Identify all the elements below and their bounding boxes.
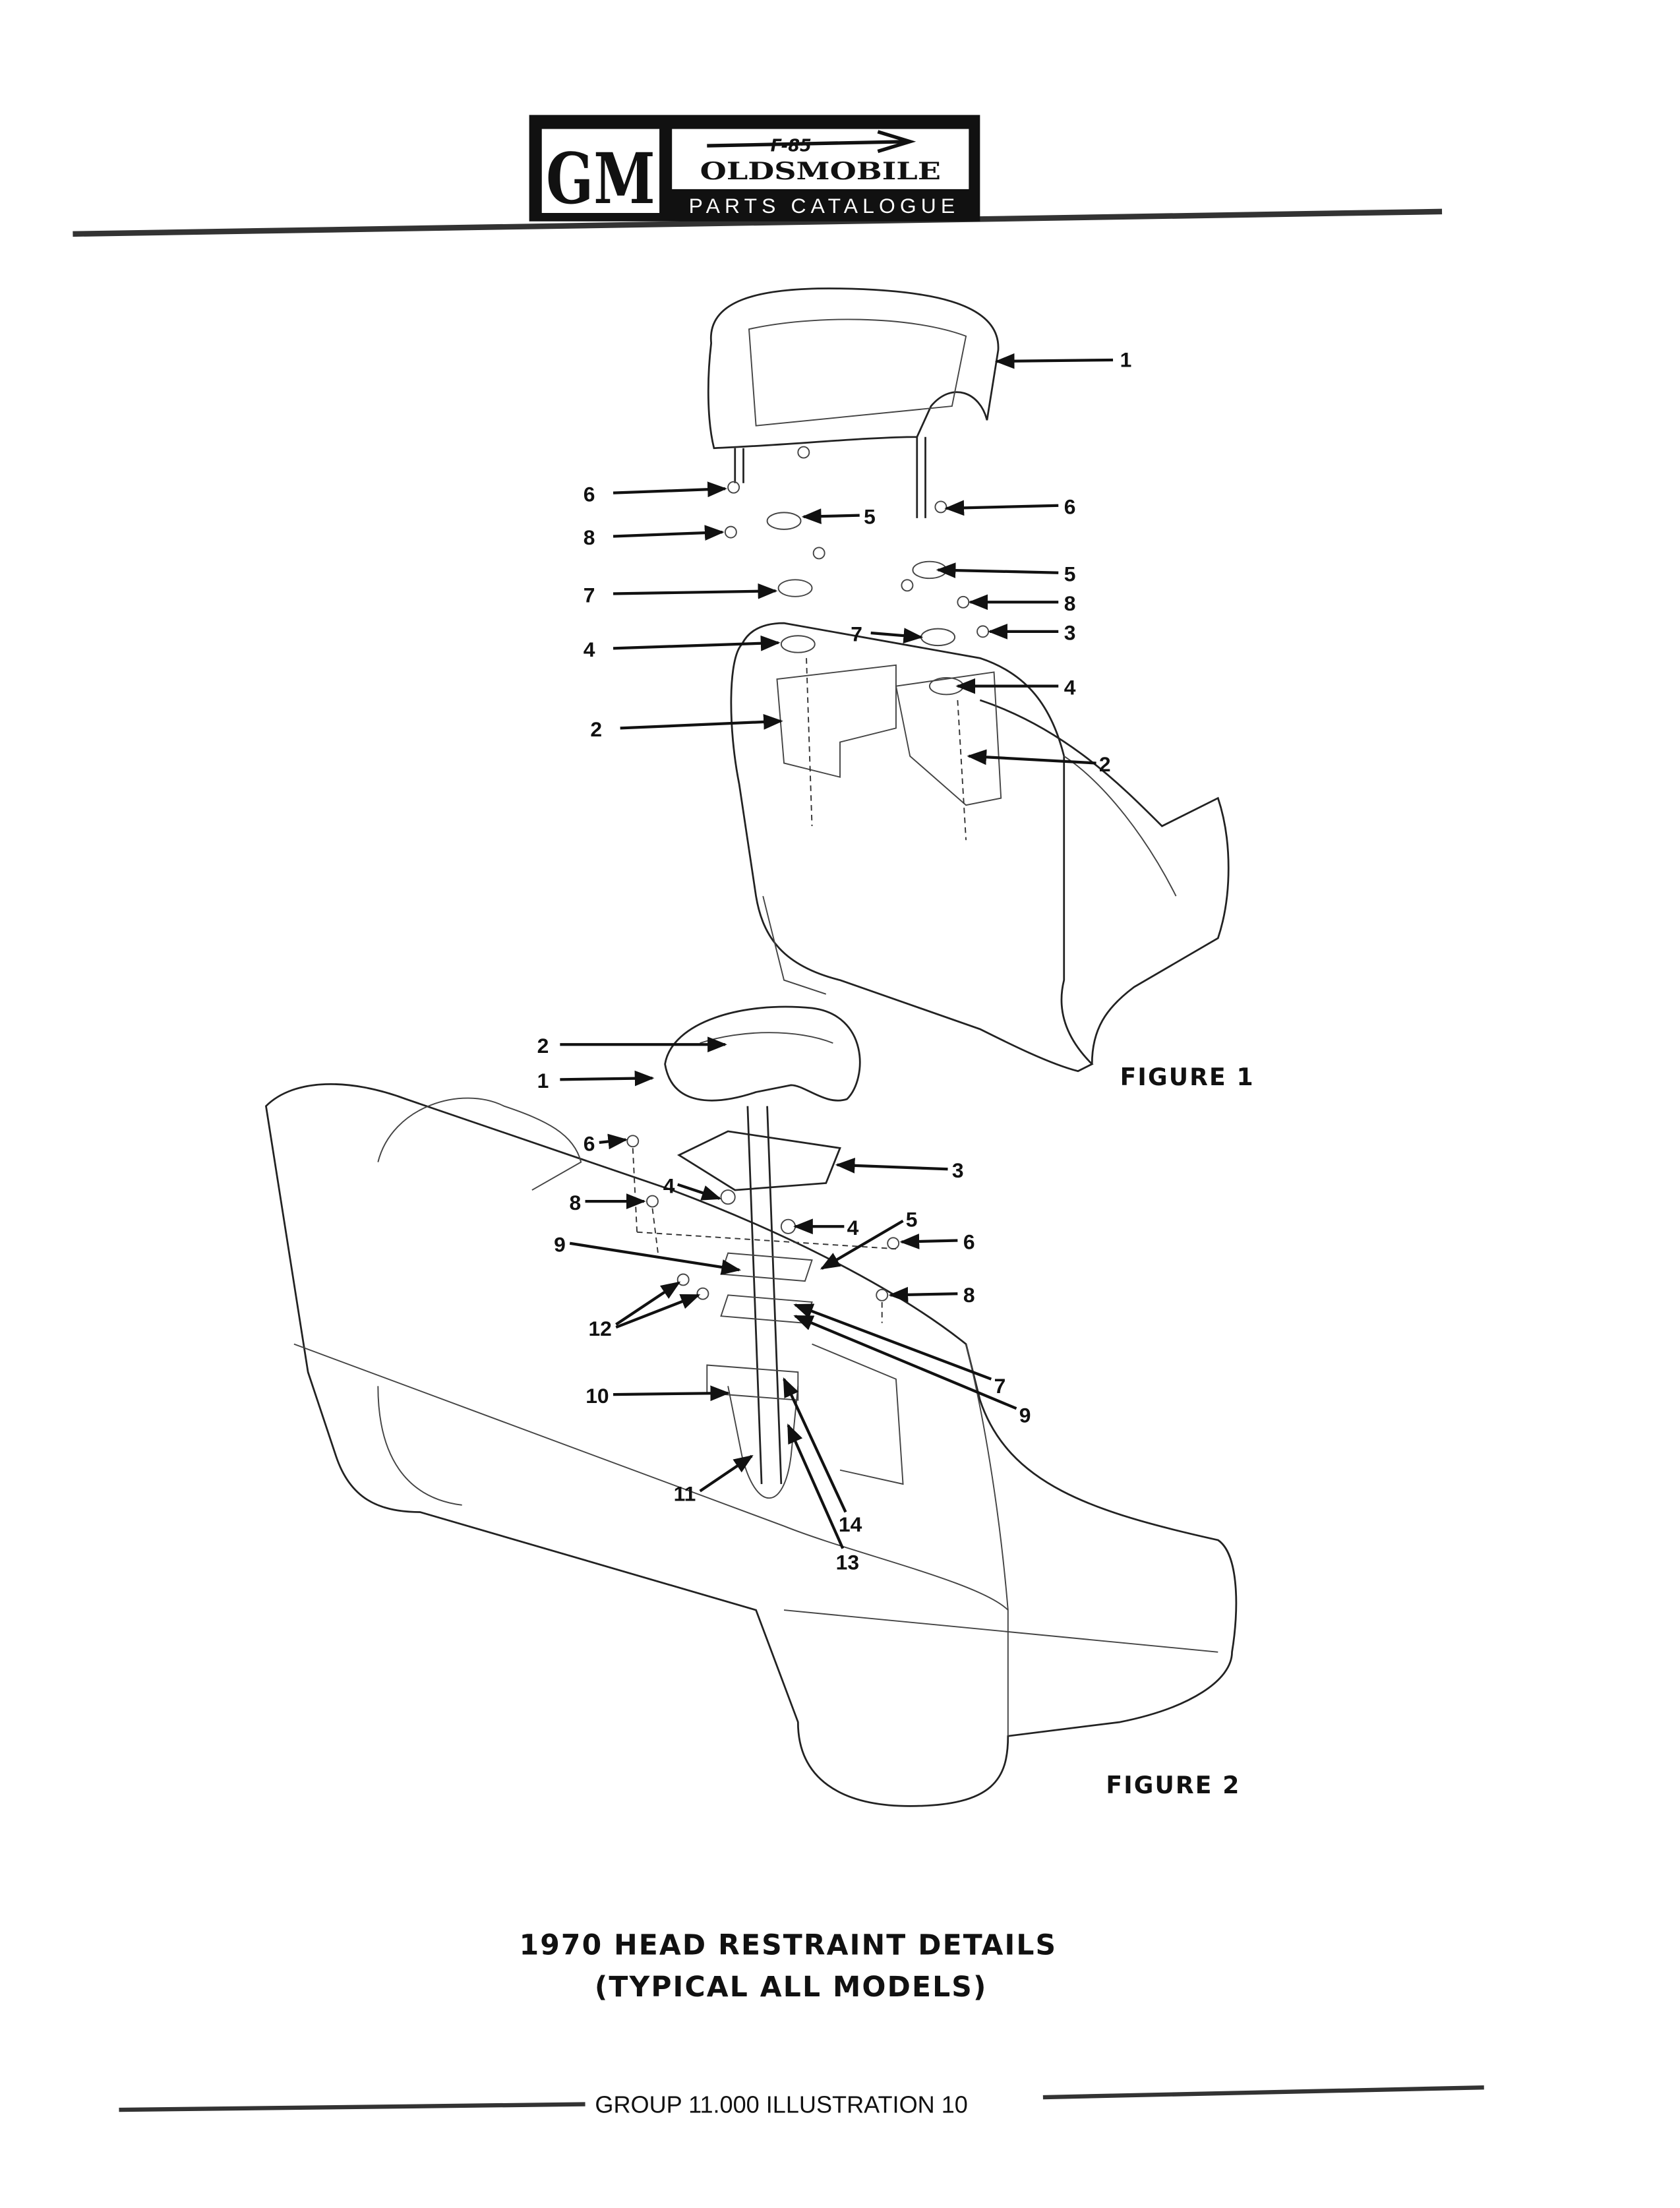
brand-name: OLDSMOBILE <box>700 157 941 185</box>
callout-leader-arrow <box>613 583 778 599</box>
callout-leader-arrow <box>835 1157 948 1174</box>
callout-leader-arrow <box>569 1241 742 1275</box>
callout-number: 4 <box>847 1216 859 1239</box>
illustration-title-line1: 1970 HEAD RESTRAINT DETAILS <box>520 1929 1058 1961</box>
callout-leader-arrow <box>613 481 727 498</box>
callout-number: 5 <box>864 504 876 528</box>
gm-logo: GM <box>546 138 655 220</box>
callout-leader-arrow <box>560 1070 655 1087</box>
callout-leader-arrow <box>967 749 1096 765</box>
figure-2-drawing <box>264 1005 1238 1807</box>
callout-leader-arrow <box>936 562 1059 578</box>
callout-number: 6 <box>963 1230 975 1253</box>
callout-leader-arrow <box>793 1315 1017 1410</box>
figure-1-drawing <box>707 287 1230 1073</box>
callout-number: 1 <box>537 1069 549 1092</box>
callout-number: 10 <box>585 1384 609 1408</box>
callout-leader-arrow <box>793 1303 992 1381</box>
callout-number: 7 <box>994 1374 1006 1398</box>
callout-leader-arrow <box>613 635 781 651</box>
f85-arrow-icon <box>707 140 911 148</box>
catalogue-header: GM F-85 OLDSMOBILE PARTS CATALOGUE <box>73 115 1443 237</box>
figure-2-label: FIGURE 2 <box>1106 1772 1240 1799</box>
callout-leader-arrow <box>613 525 725 541</box>
callout-number: 3 <box>952 1158 964 1182</box>
callout-number: 2 <box>537 1034 549 1058</box>
callout-number: 9 <box>554 1233 566 1257</box>
footer-rule-left <box>119 2102 585 2112</box>
callout-leader-arrow <box>899 1234 958 1249</box>
catalogue-subtitle: PARTS CATALOGUE <box>689 194 955 218</box>
callout-leader-arrow <box>820 1219 904 1270</box>
callout-leader-arrow <box>888 1286 958 1303</box>
callout-number: 2 <box>1099 752 1111 776</box>
callout-leader-arrow <box>944 500 1059 516</box>
callout-number: 9 <box>1019 1404 1031 1427</box>
callout-leader-arrow <box>615 1294 701 1329</box>
header-rule <box>73 208 1443 237</box>
figure-1-label: FIGURE 1 <box>1120 1063 1255 1091</box>
callout-number: 12 <box>588 1317 611 1340</box>
callout-leader-arrow <box>787 1423 845 1549</box>
callout-leader-arrow <box>620 714 783 730</box>
callout-number: 8 <box>569 1191 581 1214</box>
illustration-title-line2: (TYPICAL ALL MODELS) <box>595 1971 988 2004</box>
callout-leader-arrow <box>677 1183 722 1201</box>
callout-number: 8 <box>1064 591 1076 615</box>
callout-number: 3 <box>1064 621 1076 645</box>
callout-number: 8 <box>584 525 595 549</box>
callout-leader-arrow <box>870 628 924 643</box>
callout-number: 6 <box>584 1132 595 1156</box>
footer-reference: GROUP 11.000 ILLUSTRATION 10 <box>595 2091 967 2118</box>
callout-leader-arrow <box>599 1133 628 1150</box>
callout-leader-arrow <box>615 1281 681 1326</box>
callout-number: 6 <box>584 482 595 506</box>
callout-leader-arrow <box>699 1454 754 1493</box>
callout-leader-arrow <box>801 508 860 524</box>
callout-number: 6 <box>1064 495 1076 519</box>
callout-number: 4 <box>1064 675 1076 699</box>
callout-number: 2 <box>590 717 602 741</box>
callout-number: 4 <box>663 1174 675 1197</box>
callout-number: 5 <box>906 1207 918 1231</box>
callout-number: 8 <box>963 1283 975 1307</box>
callout-number: 7 <box>851 622 862 646</box>
callout-number: 1 <box>1120 348 1132 372</box>
callout-number: 14 <box>839 1512 862 1536</box>
callout-number: 13 <box>836 1551 859 1574</box>
callout-leader-arrow <box>994 353 1114 369</box>
callout-number: 4 <box>584 638 595 661</box>
callout-number: 7 <box>584 583 595 607</box>
callout-leader-arrow <box>783 1377 847 1513</box>
callout-leader-arrow <box>613 1385 731 1402</box>
f85-logo: F-85 <box>771 136 812 156</box>
footer-rule-right <box>1042 2085 1484 2100</box>
callout-number: 11 <box>674 1481 696 1505</box>
callout-number: 5 <box>1064 562 1076 585</box>
